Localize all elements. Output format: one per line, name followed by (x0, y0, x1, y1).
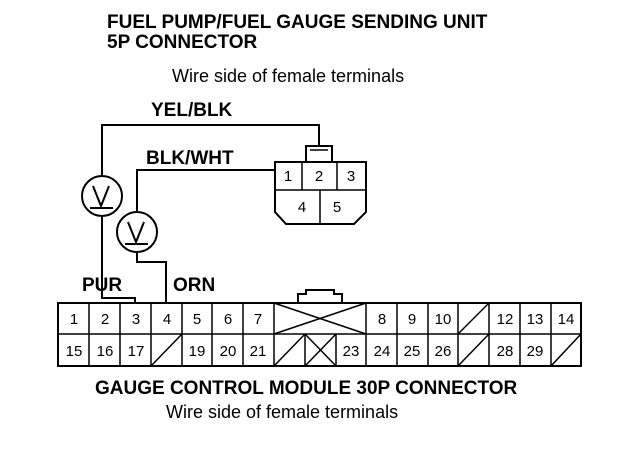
wire-label-yel-blk: YEL/BLK (151, 100, 233, 121)
wire-label-blk-wht: BLK/WHT (146, 148, 234, 169)
sending-unit-subtitle: Wire side of female terminals (172, 66, 405, 86)
terminal-label: 4 (298, 199, 306, 216)
terminal-label: 15 (66, 343, 83, 360)
terminal-label: 2 (101, 311, 109, 328)
gauge-module-title: GAUGE CONTROL MODULE 30P CONNECTOR (95, 378, 518, 399)
terminal-label: 7 (254, 311, 262, 328)
sending-unit-connector-label: 5P CONNECTOR (107, 32, 258, 53)
wire-yel-blk (101, 124, 320, 177)
terminal-label: 12 (497, 311, 514, 328)
wire-pur (101, 216, 136, 303)
terminal-label: 4 (163, 311, 171, 328)
terminal-label: 16 (97, 343, 114, 360)
terminal-label: 20 (220, 343, 237, 360)
terminal-label: 5 (333, 199, 341, 216)
terminal-label: 21 (250, 343, 267, 360)
terminal-label: 29 (527, 343, 544, 360)
terminal-label: 3 (132, 311, 140, 328)
terminal-label: 3 (347, 168, 355, 185)
terminal-label: 9 (408, 311, 416, 328)
terminal-label: 14 (558, 311, 575, 328)
terminal-label: 25 (404, 343, 421, 360)
terminal-label: 2 (315, 168, 323, 185)
terminal-label: 5 (193, 311, 201, 328)
terminal-label: 17 (128, 343, 145, 360)
terminal-label: 28 (497, 343, 514, 360)
gauge-module-subtitle: Wire side of female terminals (166, 402, 399, 422)
wire-orn (136, 252, 167, 303)
gauge-module-30p-connector: 1 2 3 4 5 6 7 8 9 10 12 13 14 15 16 17 1… (57, 289, 582, 367)
sending-unit-title: FUEL PUMP/FUEL GAUGE SENDING UNIT (107, 12, 488, 33)
wire-blk-wht (136, 169, 275, 213)
terminal-label: 13 (527, 311, 544, 328)
terminal-label: 24 (374, 343, 391, 360)
terminal-label: 19 (189, 343, 206, 360)
empty-terminal-marks (150, 302, 582, 367)
wires (101, 124, 320, 303)
terminal-label: 8 (378, 311, 386, 328)
row1-labels: 1 2 3 4 5 6 7 8 9 10 12 13 14 (70, 311, 575, 328)
sending-unit-5p-connector: 1 2 3 4 5 (274, 145, 367, 225)
wire-label-orn: ORN (173, 275, 216, 296)
terminal-label: 23 (343, 343, 360, 360)
voltmeter-icon (116, 211, 158, 253)
row2-labels: 15 16 17 19 20 21 23 24 25 26 28 29 (66, 343, 544, 360)
terminal-label: 6 (224, 311, 232, 328)
terminal-label: 26 (435, 343, 452, 360)
terminal-label: 10 (435, 311, 452, 328)
voltmeter-icon (81, 175, 123, 217)
terminal-label: 1 (70, 311, 78, 328)
terminal-label: 1 (284, 168, 292, 185)
